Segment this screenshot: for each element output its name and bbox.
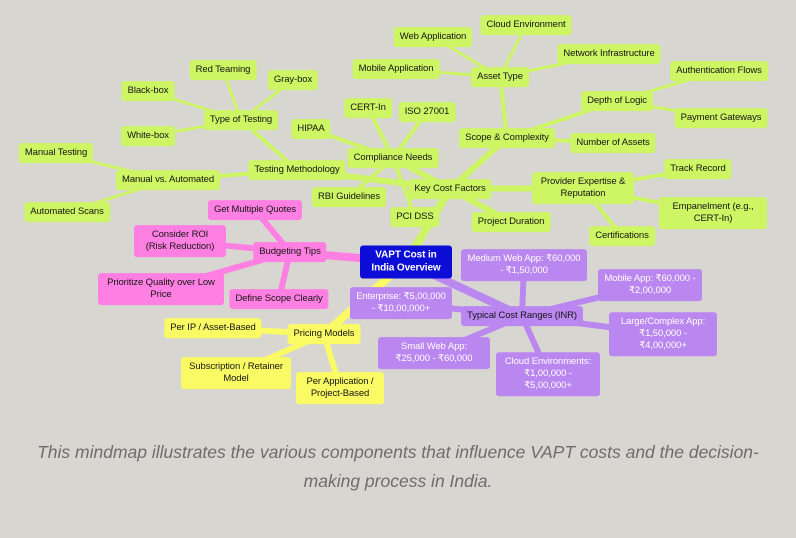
node-number-of-assets: Number of Assets: [570, 133, 656, 153]
node-key-cost-factors: Key Cost Factors: [408, 179, 492, 199]
node-mobile-application: Mobile Application: [352, 59, 440, 79]
node-project-duration: Project Duration: [471, 212, 551, 232]
node-budgeting-tips: Budgeting Tips: [253, 242, 327, 262]
node-track-record: Track Record: [664, 159, 732, 179]
node-type-of-testing: Type of Testing: [203, 110, 279, 130]
node-rbi-guidelines: RBI Guidelines: [312, 187, 386, 207]
node-per-application: Per Application / Project-Based: [296, 372, 384, 404]
node-pci-dss: PCI DSS: [390, 207, 440, 227]
node-medium-web-app: Medium Web App: ₹60,000 - ₹1,50,000: [461, 249, 587, 281]
node-authentication-flows: Authentication Flows: [670, 61, 768, 81]
node-mobile-app: Mobile App: ₹60,000 - ₹2,00,000: [598, 269, 702, 301]
node-iso-27001: ISO 27001: [398, 102, 456, 122]
node-white-box: White-box: [121, 126, 175, 146]
node-per-ip: Per IP / Asset-Based: [164, 318, 262, 338]
node-pricing-models: Pricing Models: [287, 324, 361, 344]
node-gray-box: Gray-box: [267, 70, 319, 90]
node-subscription: Subscription / Retainer Model: [181, 357, 291, 389]
node-manual-vs-automated: Manual vs. Automated: [116, 170, 220, 190]
node-cloud-environment: Cloud Environment: [480, 15, 572, 35]
node-certifications: Certifications: [589, 226, 655, 246]
node-hipaa: HIPAA: [291, 119, 331, 139]
node-automated-scans: Automated Scans: [24, 202, 110, 222]
node-compliance-needs: Compliance Needs: [347, 148, 439, 168]
node-small-web-app: Small Web App: ₹25,000 - ₹60,000: [378, 337, 490, 369]
node-web-application: Web Application: [393, 27, 473, 47]
node-asset-type: Asset Type: [471, 67, 529, 87]
node-testing-methodology: Testing Methodology: [248, 160, 346, 180]
node-depth-of-logic: Depth of Logic: [581, 91, 653, 111]
node-center: VAPT Cost in India Overview: [360, 245, 452, 279]
node-provider-expertise: Provider Expertise & Reputation: [532, 172, 634, 204]
node-payment-gateways: Payment Gateways: [674, 108, 768, 128]
node-large-complex-app: Large/Complex App: ₹1,50,000 - ₹4,00,000…: [609, 312, 717, 356]
node-manual-testing: Manual Testing: [18, 143, 94, 163]
edge-scope-complexity-asset-type: [498, 75, 509, 140]
node-consider-roi: Consider ROI (Risk Reduction): [134, 225, 226, 257]
caption-text: This mindmap illustrates the various com…: [37, 442, 759, 491]
node-prioritize-quality: Prioritize Quality over Low Price: [98, 273, 224, 305]
node-enterprise: Enterprise: ₹5,00,000 - ₹10,00,000+: [350, 287, 452, 319]
node-get-multiple-quotes: Get Multiple Quotes: [207, 200, 303, 220]
node-red-teaming: Red Teaming: [189, 60, 257, 80]
node-cloud-environments: Cloud Environments: ₹1,00,000 - ₹5,00,00…: [496, 352, 600, 396]
node-network-infrastructure: Network Infrastructure: [557, 44, 661, 64]
node-define-scope: Define Scope Clearly: [229, 289, 329, 309]
node-empanelment: Empanelment (e.g., CERT-In): [659, 197, 767, 229]
node-black-box: Black-box: [121, 81, 175, 101]
caption: This mindmap illustrates the various com…: [0, 438, 796, 496]
node-scope-complexity: Scope & Complexity: [459, 128, 555, 148]
node-cert-in: CERT-In: [344, 98, 392, 118]
node-typical-cost-ranges: Typical Cost Ranges (INR): [461, 306, 583, 326]
